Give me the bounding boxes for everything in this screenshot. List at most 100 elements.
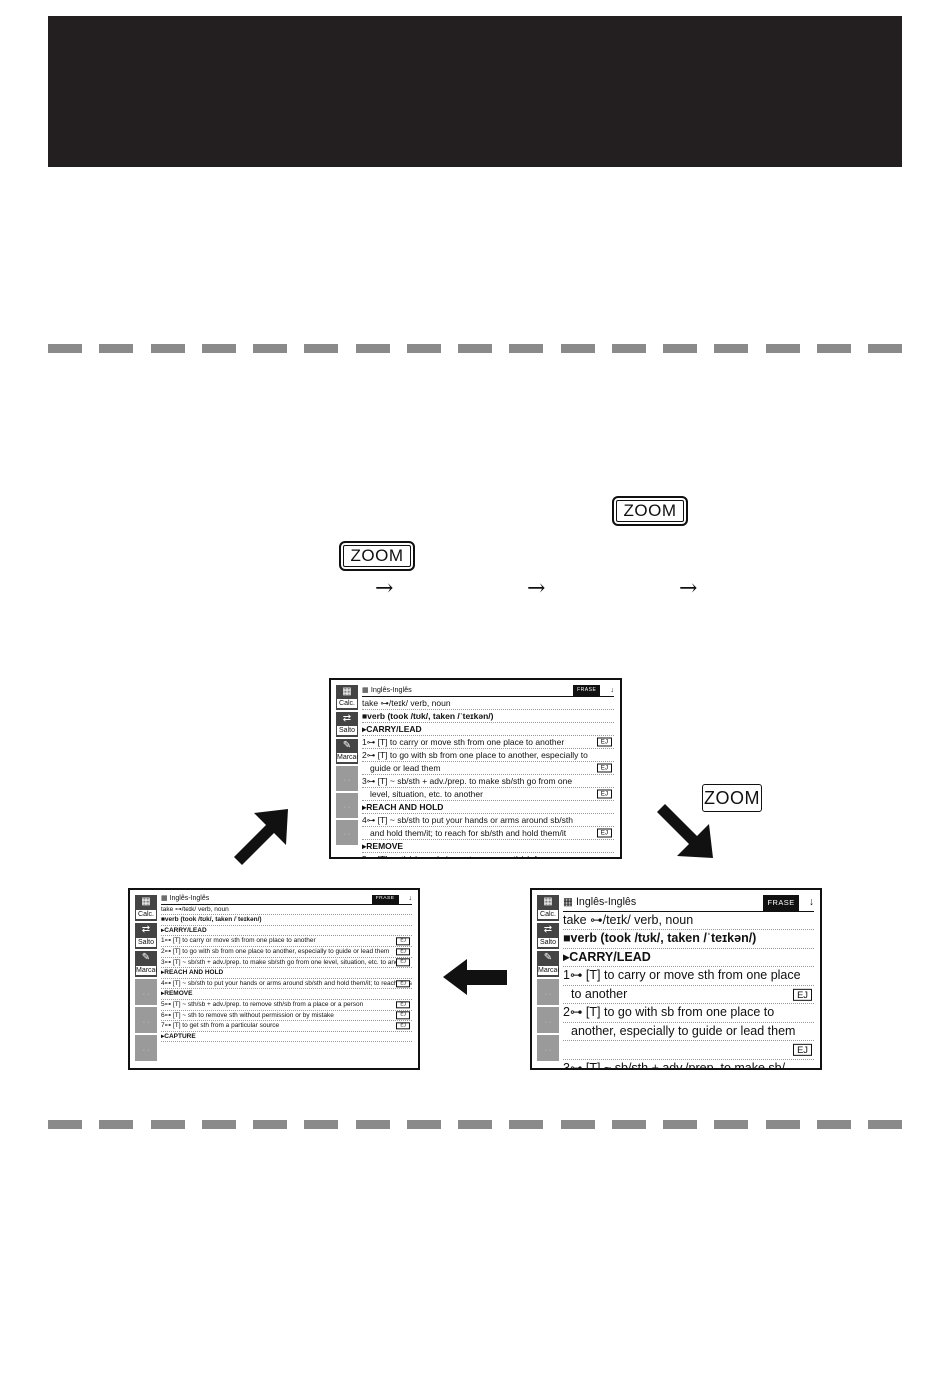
entry-line: 2⊶ [T] to go with sb from one place to — [563, 1004, 814, 1023]
sidebar-key-label: Marcador — [336, 752, 358, 763]
dictionary-screen-small-font: ▦Calc.⇄Salto✎Marcador▦ Inglês-InglêsFRAS… — [128, 888, 420, 1070]
entry-line: take ⊶/teɪk/ verb, noun — [362, 697, 614, 710]
entry-line: ▸REMOVE — [362, 840, 614, 853]
entry-line: and hold them/it; to reach for sb/sth an… — [362, 827, 614, 840]
calculator-icon: ▦ — [141, 896, 151, 907]
entry-text: 1⊶ [T] to carry or move sth from one pla… — [161, 937, 316, 945]
sidebar-key-blank — [537, 1035, 559, 1061]
dictionary-screen-medium-font: ▦Calc.⇄Salto✎Marcador▦ Inglês-InglêsFRAS… — [329, 678, 622, 859]
arrow-up-right-icon — [234, 809, 288, 865]
marker-icon: ✎ — [543, 952, 553, 963]
screen-content: ▦ Inglês-Inglês FRASE ↓ take ⊶/teɪk/ verb, … — [563, 895, 814, 1070]
scroll-down-icon: ↓ — [610, 685, 614, 694]
ej-badge: EJ — [596, 828, 612, 838]
sidebar-key-calc: ▦Calc. — [135, 895, 157, 921]
entry-text: ▸REMOVE — [362, 840, 404, 851]
dictionary-title: ▦ Inglês-Inglês — [161, 895, 210, 902]
entry-text: 3⊶ [T] ~ sb/sth + adv./prep. to make sb/… — [362, 775, 573, 786]
entry-line: 6⊶ [T] ~ sth to remove sth without permi… — [161, 1011, 412, 1022]
sidebar-key-salto: ⇄Salto — [336, 712, 358, 737]
frase-badge: FRASE — [763, 895, 799, 911]
calculator-icon: ▦ — [342, 686, 352, 697]
entry-text: 3⊶ [T] ~ sb/sth + adv./prep. to make sb/ — [563, 1060, 786, 1070]
entry-text: ▸CARRY/LEAD — [563, 949, 651, 964]
sidebar-key-blank — [135, 979, 157, 1005]
scroll-down-icon: ↓ — [808, 896, 814, 908]
ej-badge: EJ — [793, 1043, 812, 1057]
entry-text: and hold them/it; to reach for sb/sth an… — [370, 827, 567, 838]
calculator-icon: ▦ — [543, 896, 553, 907]
entry-line: 7⊶ [T] to get sth from a particular sour… — [161, 1021, 412, 1032]
frase-badge: FRASE — [573, 685, 601, 696]
sidebar-key-blank — [336, 820, 358, 845]
entry-text: ■verb (took /tʊk/, taken /ˈteɪkən/) — [161, 916, 262, 924]
entry-text: ■verb (took /tʊk/, taken /ˈteɪkən/) — [563, 931, 757, 946]
dashed-divider-bottom — [48, 1120, 902, 1129]
entry-text: take ⊶/teɪk/ verb, noun — [563, 912, 694, 927]
sidebar-key-blank — [336, 793, 358, 818]
screen-sidebar: ▦Calc.⇄Salto✎Marcador — [336, 685, 358, 852]
arrow-down-right-icon — [657, 804, 713, 858]
entry-line: 3⊶ [T] ~ sb/sth + adv./prep. to make sb/ — [563, 1060, 814, 1070]
marker-icon: ✎ — [342, 740, 352, 751]
entry-line: guide or lead them EJ — [362, 762, 614, 775]
sidebar-key-calc: ▦Calc. — [336, 685, 358, 710]
sidebar-key-salto: ⇄Salto — [537, 923, 559, 949]
zoom-key-icon: ZOOM — [702, 784, 762, 812]
entry-text: ■verb (took /tʊk/, taken /ˈteɪkən/) — [362, 710, 494, 721]
entry-line: ■verb (took /tʊk/, taken /ˈteɪkən/) — [161, 915, 412, 926]
sidebar-key-marcador: ✎Marcador — [336, 739, 358, 764]
entry-line: ▸CARRY/LEAD — [362, 723, 614, 736]
sidebar-key-label: Marcador — [135, 965, 157, 976]
ej-badge: EJ — [596, 763, 612, 773]
entry-text: 5⊶ [T] ~ sth/sb + adv./prep. to remove s… — [161, 1000, 364, 1008]
entry-text: 3⊶ [T] ~ sb/sth + adv./prep. to make sb/… — [161, 958, 410, 966]
ej-badge: EJ — [396, 937, 410, 945]
entry-line: 2⊶ [T] to go with sb from one place to a… — [161, 947, 412, 958]
entry-line: 3⊶ [T] ~ sb/sth + adv./prep. to make sb/… — [362, 775, 614, 788]
entry-text: 5⊶ [T] ~ sth/sb + adv./prep. to remove s… — [362, 853, 559, 859]
entry-text: ▸REMOVE — [161, 990, 193, 998]
ej-badge: EJ — [396, 1001, 410, 1009]
entry-text: take ⊶/teɪk/ verb, noun — [362, 697, 451, 708]
entry-text: another, especially to guide or lead the… — [571, 1023, 796, 1038]
entry-text: to another — [571, 986, 628, 1001]
entry-text: 4⊶ [T] ~ sb/sth to put your hands or arm… — [362, 814, 573, 825]
ej-badge: EJ — [396, 979, 410, 988]
sidebar-key-label: Salto — [537, 937, 559, 948]
entry-line: 1⊶ [T] to carry or move sth from one pla… — [362, 736, 614, 749]
screen-title-bar: ▦ Inglês-Inglês FRASE ↓ — [563, 895, 814, 912]
sidebar-key-label: Marcador — [537, 965, 559, 976]
entry-line: another, especially to guide or lead the… — [563, 1023, 814, 1042]
entry-text: level, situation, etc. to another — [370, 788, 483, 799]
screen-sidebar: ▦Calc.⇄Salto✎Marcador — [537, 895, 559, 1063]
sidebar-key-label: Calc. — [336, 698, 358, 709]
ej-badge: EJ — [396, 958, 410, 967]
ej-badge: EJ — [396, 1022, 410, 1030]
sidebar-key-blank — [135, 1035, 157, 1061]
entry-text: guide or lead them — [370, 762, 441, 773]
dictionary-title: ▦ Inglês-Inglês — [563, 896, 637, 908]
ej-badge: EJ — [396, 1011, 410, 1020]
entry-line: ▸REACH AND HOLD — [362, 801, 614, 814]
screen-sidebar: ▦Calc.⇄Salto✎Marcador — [135, 895, 157, 1063]
sidebar-key-marcador: ✎ Marcador — [135, 951, 157, 977]
sidebar-key-label: Salto — [135, 937, 157, 948]
entry-line: 4⊶ [T] ~ sb/sth to put your hands or arm… — [161, 979, 412, 990]
arrow-right-icon: → — [527, 576, 546, 601]
sidebar-key-marcador: ✎ Marcador — [537, 951, 559, 977]
entry-line: take ⊶/teɪk/ verb, noun — [161, 905, 412, 916]
entry-line: 4⊶ [T] ~ sb/sth to put your hands or arm… — [362, 814, 614, 827]
entry-line: ▸CAPTURE — [161, 1032, 412, 1043]
entry-line: 5⊶ [T] ~ sth/sb + adv./prep. to remove s… — [362, 853, 614, 859]
entry-line: ▸CARRY/LEAD — [161, 926, 412, 937]
entry-line: EJ — [563, 1041, 814, 1060]
entry-text: ▸CARRY/LEAD — [161, 926, 207, 934]
marker-icon: ✎ — [141, 952, 151, 963]
entry-line: 1⊶ [T] to carry or move sth from one pla… — [563, 967, 814, 986]
entry-text: 7⊶ [T] to get sth from a particular sour… — [161, 1022, 280, 1030]
